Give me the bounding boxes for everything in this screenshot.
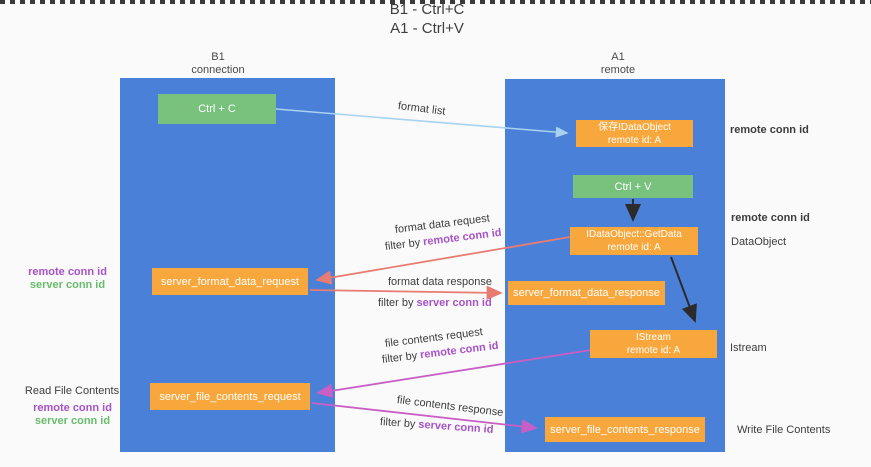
save-idataobject-box: 保存IDataObject remote id: A (576, 120, 693, 147)
dataobject-label: DataObject (731, 236, 787, 248)
filter-by-text: filter by (384, 236, 421, 253)
server-file-contents-response-label: server_file_contents_response (550, 423, 700, 436)
left-remote-conn-id-label: remote conn id (28, 266, 107, 278)
istream-line1: IStream (635, 332, 671, 343)
title-line-b1: B1 - Ctrl+C (389, 1, 465, 18)
lane-a1-name: A1 (611, 51, 625, 63)
ctrl-v-box: Ctrl + V (573, 175, 693, 198)
right-remote-conn-id-label-top: remote conn id (730, 124, 809, 136)
left-server-conn-id-label: server conn id (29, 279, 106, 291)
save-idataobject-line1: 保存IDataObject (598, 121, 671, 133)
ctrl-c-label: Ctrl + C (198, 103, 236, 115)
file-contents-response-label: file contents response (396, 394, 504, 419)
server-file-contents-request-box: server_file_contents_request (150, 383, 310, 410)
idataobject-getdata-box: IDataObject::GetData remote id: A (570, 227, 698, 255)
left-conn-id-labels-top: remote conn id server conn id (20, 266, 115, 292)
getdata-line1: IDataObject::GetData (586, 229, 682, 240)
left-server-conn-id-label: server conn id (34, 415, 111, 427)
format-list-label: format list (397, 100, 447, 118)
format-data-response-label: format data response (388, 276, 492, 288)
write-file-contents-label: Write File Contents (737, 424, 831, 436)
right-remote-conn-id-label-mid: remote conn id (731, 212, 810, 224)
lane-b1-subtitle: connection (191, 64, 245, 76)
server-format-data-request-box: server_format_data_request (152, 268, 308, 295)
save-idataobject-line2: remote id: A (607, 134, 662, 146)
lane-header-a1: A1 remote (568, 51, 668, 77)
server-conn-id-text: server conn id (417, 418, 494, 436)
read-file-contents-label: Read File Contents (24, 385, 120, 397)
server-format-data-request-label: server_format_data_request (160, 275, 300, 288)
istream-line2: remote id: A (626, 345, 681, 356)
server-conn-id-text: server conn id (416, 297, 492, 309)
filter-by-text: filter by (378, 297, 414, 309)
lane-a1-subtitle: remote (600, 64, 636, 76)
diagram-title: B1 - Ctrl+C A1 - Ctrl+V (0, 0, 854, 38)
lane-header-b1: B1 connection (168, 51, 268, 77)
istream-box: IStream remote id: A (590, 330, 717, 358)
ctrl-c-box: Ctrl + C (158, 94, 276, 124)
filter-by-text: filter by (381, 349, 418, 366)
left-conn-id-labels-bottom: remote conn id server conn id (25, 402, 120, 428)
getdata-line2: remote id: A (607, 242, 661, 253)
ctrl-v-label: Ctrl + V (614, 180, 652, 193)
lane-b1-name: B1 (211, 51, 225, 63)
server-file-contents-response-box: server_file_contents_response (545, 417, 705, 442)
clipboard-boundary-divider (0, 0, 871, 4)
left-remote-conn-id-label: remote conn id (33, 402, 112, 414)
server-format-data-response-label: server_format_data_response (513, 287, 660, 299)
server-file-contents-request-label: server_file_contents_request (159, 390, 301, 403)
title-line-a1: A1 - Ctrl+V (390, 20, 464, 37)
server-format-data-response-box: server_format_data_response (508, 281, 665, 305)
format-data-response-arrow (309, 285, 503, 300)
filter-by-text: filter by (379, 416, 416, 431)
istream-side-label: Istream (730, 342, 767, 354)
